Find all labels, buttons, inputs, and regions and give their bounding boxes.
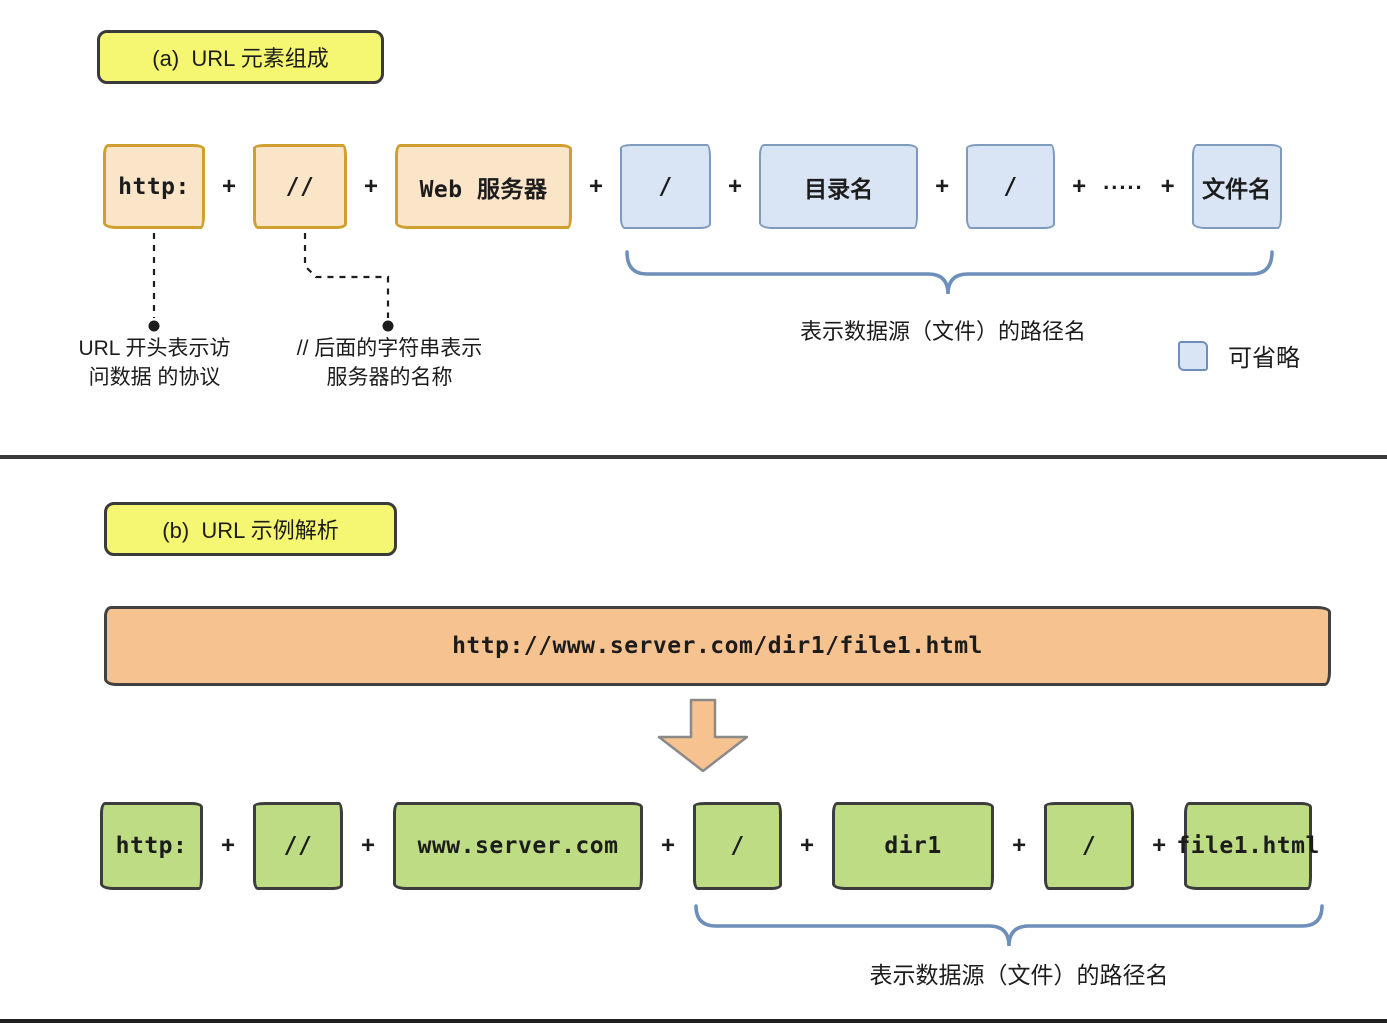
url-components-row: http: + // + Web 服务器 + / + 目录名 + / + ...… bbox=[103, 144, 1282, 229]
underbrace-b bbox=[694, 904, 1324, 947]
parsed-box-slashes: // bbox=[253, 802, 344, 890]
box-label: // bbox=[283, 833, 313, 859]
section-a-badge: (a) URL 元素组成 bbox=[97, 30, 384, 84]
plus-sign: + bbox=[589, 172, 604, 200]
parsed-box-dir: dir1 bbox=[832, 802, 995, 890]
box-label: www.server.com bbox=[417, 833, 619, 859]
parsed-box-slash2: / bbox=[1044, 802, 1135, 890]
component-box-filename: 文件名 bbox=[1191, 144, 1282, 229]
box-label: http: bbox=[118, 173, 190, 200]
box-label: file1.html bbox=[1176, 833, 1320, 859]
connector-dot bbox=[382, 320, 394, 332]
section-b-badge: (b) URL 示例解析 bbox=[104, 502, 397, 556]
plus-sign: + bbox=[661, 832, 676, 859]
component-box-slash2: / bbox=[966, 144, 1056, 229]
parsed-box-scheme: http: bbox=[100, 802, 203, 890]
plus-sign: + bbox=[800, 832, 815, 859]
underbrace-a bbox=[625, 250, 1274, 295]
plus-sign: + bbox=[222, 172, 237, 200]
arrow-down-icon bbox=[657, 698, 749, 773]
plus-sign: + bbox=[221, 832, 236, 859]
box-label: / bbox=[1003, 173, 1018, 200]
annotation-line: 问数据 的协议 bbox=[88, 366, 221, 389]
annotation-line: URL 开头表示访 bbox=[78, 337, 231, 360]
plus-sign: + bbox=[935, 172, 950, 200]
box-label: / bbox=[658, 173, 673, 200]
parsed-box-host: www.server.com bbox=[393, 802, 644, 890]
box-label: / bbox=[730, 833, 745, 859]
plus-sign: + bbox=[364, 172, 379, 200]
url-example-banner: http://www.server.com/dir1/file1.html bbox=[104, 606, 1331, 686]
plus-sign: + bbox=[1152, 832, 1167, 859]
section-divider bbox=[0, 455, 1387, 459]
box-label: Web 服务器 bbox=[419, 176, 548, 203]
optional-legend: 可省略 bbox=[1178, 338, 1300, 373]
url-parsed-row: http: + // + www.server.com + / + dir1 +… bbox=[100, 802, 1319, 890]
component-box-scheme: http: bbox=[103, 144, 205, 229]
path-brace-label-b: 表示数据源（文件）的路径名 bbox=[869, 962, 1169, 988]
component-box-slashes: // bbox=[253, 144, 348, 229]
plus-sign: + bbox=[1160, 172, 1175, 200]
component-box-webserver: Web 服务器 bbox=[395, 144, 573, 229]
legend-label: 可省略 bbox=[1228, 345, 1300, 372]
box-label: http: bbox=[115, 833, 188, 859]
annotation-servername: // 后面的字符串表示 服务器的名称 bbox=[282, 334, 497, 392]
box-label: 目录名 bbox=[804, 175, 874, 202]
box-label: // bbox=[285, 173, 315, 200]
component-box-dirname: 目录名 bbox=[759, 144, 919, 229]
box-label: 文件名 bbox=[1202, 175, 1272, 202]
box-label: / bbox=[1081, 833, 1097, 859]
parsed-box-slash1: / bbox=[693, 802, 783, 890]
annotation-protocol: URL 开头表示访 问数据 的协议 bbox=[52, 334, 257, 392]
box-label: dir1 bbox=[884, 833, 942, 859]
annotation-line: // 后面的字符串表示 bbox=[296, 337, 483, 360]
component-box-slash1: / bbox=[620, 144, 712, 229]
parsed-box-file: file1.html bbox=[1176, 802, 1319, 890]
ellipsis-dots: ..... bbox=[1103, 168, 1144, 194]
legend-swatch-icon bbox=[1178, 340, 1208, 371]
bottom-border bbox=[0, 1019, 1387, 1023]
plus-sign: + bbox=[1072, 172, 1087, 200]
plus-sign: + bbox=[361, 832, 376, 859]
dashed-connector-slashes bbox=[303, 233, 390, 318]
plus-sign: + bbox=[728, 172, 743, 200]
annotation-line: 服务器的名称 bbox=[326, 366, 453, 389]
url-example-text: http://www.server.com/dir1/file1.html bbox=[452, 633, 983, 659]
connector-dot bbox=[148, 320, 160, 332]
plus-sign: + bbox=[1012, 832, 1027, 859]
path-brace-label-a: 表示数据源（文件）的路径名 bbox=[799, 319, 1086, 344]
